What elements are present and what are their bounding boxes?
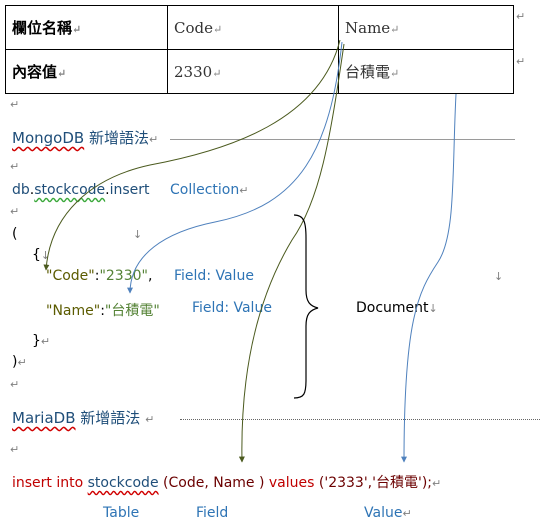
field-value-note-2: Field: Value <box>192 300 272 316</box>
mariadb-heading: MariaDB 新增語法 ↵ <box>12 409 155 427</box>
close-brace: }↵ <box>32 333 51 349</box>
open-brace: {↓ <box>32 247 51 263</box>
down-arrow-mark: ↓ <box>494 270 504 283</box>
sql-insert-statement: insert into stockcode (Code, Name ) valu… <box>12 475 442 491</box>
paragraph-mark: ↵ <box>10 205 20 218</box>
field-value-note-1: Field: Value <box>174 268 254 284</box>
name-field-line: "Name":"台積電" <box>46 303 160 319</box>
paragraph-mark: ↵ <box>10 378 20 391</box>
paragraph-mark: ↵ <box>10 98 20 111</box>
heading-rule-dotted <box>180 419 540 420</box>
paragraph-mark: ↵ <box>10 160 20 173</box>
field-table: 欄位名稱↵ Code↵ Name↵ 內容值↵ 2330↵ 台積電↵ <box>5 5 514 94</box>
document-brace <box>293 214 319 399</box>
table-cell-2330: 2330↵ <box>167 49 339 94</box>
table-cell-code: Code↵ <box>167 5 339 50</box>
arrow-name-to-sql-field <box>238 43 345 463</box>
arrow-name-to-name-key <box>127 41 343 294</box>
collection-label: Collection↵ <box>170 182 249 198</box>
table-cell-tsmc: 台積電↵ <box>338 49 514 94</box>
table-header-field-name: 欄位名稱↵ <box>5 5 168 50</box>
field-label: Field <box>196 505 229 521</box>
arrow-name-to-code-key <box>43 39 341 271</box>
table-header-content-value: 內容值↵ <box>5 49 168 94</box>
mongodb-heading: MongoDB 新增語法↵ <box>12 129 159 147</box>
document-label: Document↓ <box>356 300 438 316</box>
row-end-mark: ↵ <box>516 55 526 68</box>
table-row: 內容值↵ 2330↵ 台積電↵ <box>5 49 514 94</box>
open-paren: ( <box>12 226 18 242</box>
code-field-line: "Code":"2330", <box>46 268 153 284</box>
value-label: Value↵ <box>364 505 412 521</box>
heading-rule <box>170 139 515 140</box>
close-paren: )↵ <box>12 354 27 370</box>
arrow-value-to-sql-value <box>401 93 457 463</box>
mongo-insert-command: db.stockcode.insert <box>12 182 150 198</box>
paragraph-mark: ↵ <box>10 443 20 456</box>
row-end-mark: ↵ <box>516 10 526 23</box>
down-arrow-mark: ↓ <box>133 228 143 241</box>
table-label: Table <box>103 505 140 521</box>
